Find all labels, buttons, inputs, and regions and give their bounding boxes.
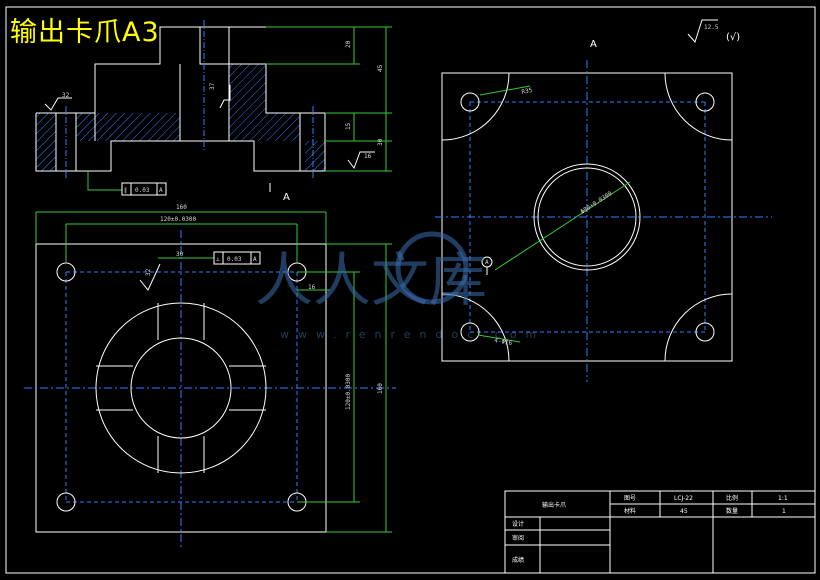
top-dim-hole-dia: 16 [308,284,316,291]
hatch-center-body [229,64,266,141]
roughness-note: (√) [726,32,740,43]
hatch-left-flange [36,113,56,171]
tb-design: 设计 [512,520,524,528]
top-dim-overall-height: 160 [377,383,384,394]
bolt-hole [695,322,715,342]
tb-grade: 成绩 [512,556,524,564]
right-dim-bore: Φ80+0.0300 [579,190,613,216]
roughness-symbol [44,97,72,111]
watermark-text: 人人文库 [255,246,487,314]
inner-bore [130,337,232,439]
tb-drawing-no: LCJ-22 [674,495,693,502]
roughness-front-bottom: 16 [364,153,372,160]
roughness-top-view: 32 [145,268,152,276]
tb-part-name: 输出卡爪 [542,501,566,509]
roughness-front-center: 37 [209,82,216,90]
corner-arc [664,72,733,141]
hatch-right-body [266,113,300,141]
top-tol-datum: A [253,256,257,263]
tb-material: 45 [680,508,688,515]
top-tol-symbol: ⊥ [216,256,220,263]
bolt-hole [460,92,480,112]
bore-inner [537,167,637,267]
tb-qty: 1 [782,508,786,515]
bolt-hole [56,492,76,512]
bore-outer [533,163,641,271]
tolerance-frame [121,182,167,196]
tb-material-label: 材料 [624,507,636,515]
right-dim-corner-r: R35 [521,87,533,96]
roughness-symbol [139,263,161,291]
front-dim-20: 20 [345,40,352,48]
corner-arc [441,72,510,141]
top-dim-hole-spacing: 120±0.0300 [160,216,197,223]
right-dim-hole: 4-Φ16 [494,337,513,347]
bolt-hole [460,322,480,342]
watermark-url: www.renrendoc.com [280,328,545,341]
drawing-title: 输出卡爪A3 [10,17,160,48]
bolt-hole [56,262,76,282]
front-outline [35,26,326,172]
tb-scale-label: 比例 [726,494,738,502]
roughness-right-top: 12.5 [704,24,719,31]
roughness-symbol [347,151,375,170]
watermark-logo [395,231,469,305]
tb-scale: 1:1 [778,495,788,502]
roughness-symbol [219,85,231,109]
corner-arc [664,293,733,362]
front-dim-15: 15 [345,122,352,130]
front-view: 20 45 15 30 32 37 16 ∥ 0.03 A A [35,20,392,203]
front-tol-value: 0.03 [135,187,150,194]
tb-review: 审阅 [512,534,524,542]
section-mark-top: A [590,39,597,50]
hatch-left-body [76,113,180,141]
front-dim-45: 45 [377,64,384,72]
title-block: 输出卡爪 图号 LCJ-22 比例 1:1 材料 45 数量 1 设计 审阅 成… [504,490,816,574]
tb-drawing-no-label: 图号 [624,495,636,502]
top-dim-overall-width: 160 [176,204,187,211]
front-tol-datum: A [159,187,163,194]
roughness-front-left: 32 [62,92,70,99]
hatch-right-flange [305,141,325,171]
tb-qty-label: 数量 [726,507,738,515]
perpendicularity-frame [213,251,261,265]
front-tol-symbol: ∥ [124,187,127,194]
roughness-symbol [687,19,718,43]
sheet-border [5,6,816,574]
top-dim-slot-width: 30 [176,251,184,258]
right-section-mark: A [485,259,489,266]
section-mark-front: A [283,192,290,203]
front-dim-30: 30 [377,138,384,146]
bolt-hole [695,92,715,112]
watermark: 人人文库 www.renrendoc.com [255,231,545,341]
outer-ring [95,302,267,474]
top-dim-hole-spacing-v: 120±0.0300 [345,373,352,410]
top-tol-value: 0.03 [227,256,242,263]
top-view: 160 120±0.0300 30 16 120±0.0300 160 ⊥ 0.… [24,204,396,548]
